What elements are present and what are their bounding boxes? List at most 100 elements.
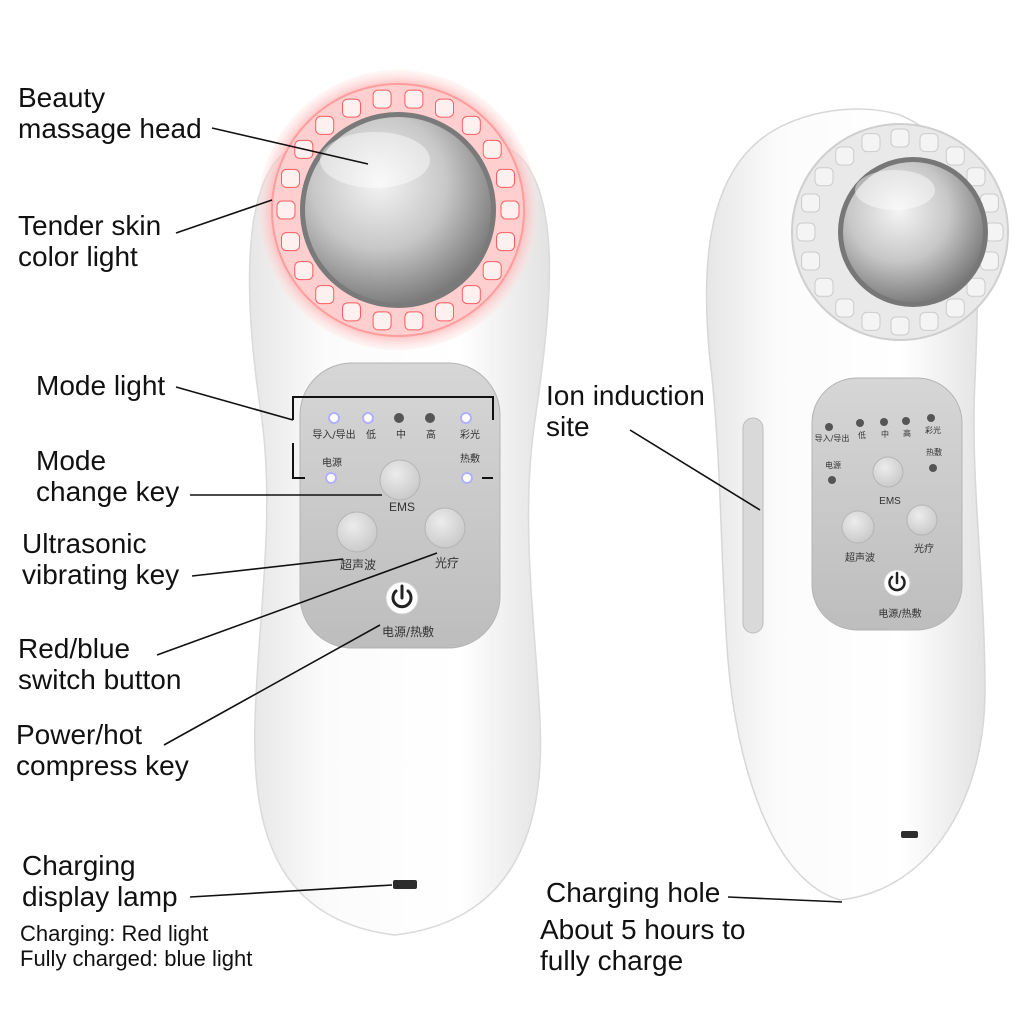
side-mode-led-2 <box>856 419 864 427</box>
side-mode-text-1: 导入/导出 <box>815 433 850 443</box>
mode-led-4 <box>425 413 435 423</box>
label-charging-red: Charging: Red light <box>20 921 209 946</box>
side-led-dot-3 <box>966 277 986 297</box>
side-led-dot-15 <box>861 133 881 153</box>
power-heat-label: 电源/热敷 <box>382 624 434 639</box>
heat-led <box>461 472 473 484</box>
mode-text-5: 彩光 <box>460 428 480 441</box>
side-led-dot-11 <box>796 222 816 242</box>
label-charge-time: About 5 hours to fully charge <box>540 914 746 976</box>
side-led-dot-6 <box>890 316 910 336</box>
side-led-dot-12 <box>801 193 821 213</box>
massage-head <box>305 117 491 303</box>
mode-led-3 <box>394 413 404 423</box>
side-mode-led-5 <box>927 414 935 422</box>
led-dot-5 <box>435 302 454 322</box>
side-power-led <box>828 476 836 484</box>
line-ion-site <box>629 429 761 511</box>
side-heat-led <box>929 464 937 472</box>
charging-lamp <box>393 880 417 889</box>
side-power-led-text: 电源 <box>825 460 841 470</box>
side-led-dot-14 <box>835 146 855 166</box>
led-dot-3 <box>482 261 502 281</box>
led-dot-16 <box>342 98 361 118</box>
label-mode-light: Mode light <box>36 370 166 401</box>
led-dot-7 <box>372 311 392 331</box>
led-dot-1 <box>500 200 520 220</box>
led-dot-11 <box>281 232 300 252</box>
light-therapy-label: 光疗 <box>435 556 459 570</box>
label-red-blue-switch: Red/blue switch button <box>18 633 182 695</box>
power-button[interactable] <box>385 581 419 615</box>
side-ultrasonic-button[interactable] <box>841 510 875 544</box>
side-mode-led-3 <box>880 418 888 426</box>
led-dot-20 <box>461 115 481 135</box>
side-mode-text-5: 彩光 <box>925 425 941 435</box>
side-led-dots <box>796 128 1004 336</box>
power-led <box>325 472 337 484</box>
ultrasonic-label: 超声波 <box>340 557 376 572</box>
side-led-dot-13 <box>814 167 834 187</box>
side-device: 导入/导出 低 中 高 彩光 电源 热敷 EMS 超声波 光疗 电源/热敷 <box>705 108 1009 901</box>
side-mode-led-1 <box>825 423 833 431</box>
led-dots <box>276 89 520 331</box>
ion-induction-strip <box>742 417 764 634</box>
mode-led-2 <box>362 412 374 424</box>
side-light-therapy-label: 光疗 <box>914 542 934 555</box>
side-mode-text-4: 高 <box>903 428 911 438</box>
side-led-dot-17 <box>919 133 939 153</box>
label-power-hot-compress: Power/hot compress key <box>16 719 189 781</box>
control-panel <box>299 362 501 649</box>
label-charging-hole: Charging hole <box>546 877 721 908</box>
led-dot-19 <box>435 98 454 118</box>
led-dot-10 <box>294 261 314 281</box>
massage-head-highlight <box>320 132 430 188</box>
label-ultrasonic-key: Ultrasonic vibrating key <box>22 528 180 590</box>
label-ion-induction-site: Ion induction site <box>546 380 705 442</box>
led-dot-15 <box>315 115 335 135</box>
side-massage-head-highlight <box>855 170 935 210</box>
side-led-dot-4 <box>945 298 965 318</box>
label-fully-charged-blue: Fully charged: blue light <box>20 946 253 971</box>
mode-led-5 <box>460 412 472 424</box>
front-device: 导入/导出 低 中 高 彩光 电源 热敷 EMS 超声波 光疗 电源/热敷 <box>248 70 551 936</box>
line-ultrasonic-key <box>191 558 344 577</box>
line-red-blue <box>156 552 438 656</box>
side-charging-lamp <box>901 831 918 838</box>
ems-mode-button[interactable] <box>379 459 421 501</box>
led-dot-8 <box>342 302 361 322</box>
led-dot-22 <box>496 168 515 188</box>
side-led-dot-8 <box>835 298 855 318</box>
side-ems-button[interactable] <box>872 456 904 488</box>
callout-lines <box>156 127 843 903</box>
ems-label: EMS <box>389 500 415 514</box>
line-power-hot <box>163 624 381 746</box>
side-massage-head <box>843 162 983 302</box>
label-mode-change-key: Mode change key <box>36 445 180 507</box>
mode-text-1: 导入/导出 <box>312 428 355 441</box>
side-led-dot-19 <box>966 167 986 187</box>
side-power-icon <box>888 575 906 592</box>
mode-text-2: 低 <box>366 428 376 441</box>
light-therapy-button[interactable] <box>424 507 466 549</box>
side-heat-led-text: 热敷 <box>926 447 942 457</box>
label-beauty-massage-head: Beauty massage head <box>18 82 202 144</box>
side-power-heat-label: 电源/热敷 <box>878 607 921 620</box>
ultrasonic-button[interactable] <box>336 511 378 553</box>
side-ultrasonic-label: 超声波 <box>845 551 875 564</box>
side-led-dot-18 <box>945 146 965 166</box>
line-beauty-head <box>211 127 369 165</box>
side-light-therapy-button[interactable] <box>906 504 938 536</box>
side-led-dot-10 <box>801 251 821 271</box>
line-mode-light <box>175 386 294 421</box>
side-power-button[interactable] <box>883 569 911 597</box>
label-charging-display-lamp: Charging display lamp <box>22 850 178 912</box>
side-led-dot-9 <box>814 277 834 297</box>
line-charging-hole <box>727 896 843 903</box>
side-control-panel <box>811 377 963 631</box>
side-ems-label: EMS <box>879 496 901 507</box>
mode-led-1 <box>328 412 340 424</box>
led-dot-6 <box>404 311 424 331</box>
led-dot-2 <box>496 232 515 252</box>
